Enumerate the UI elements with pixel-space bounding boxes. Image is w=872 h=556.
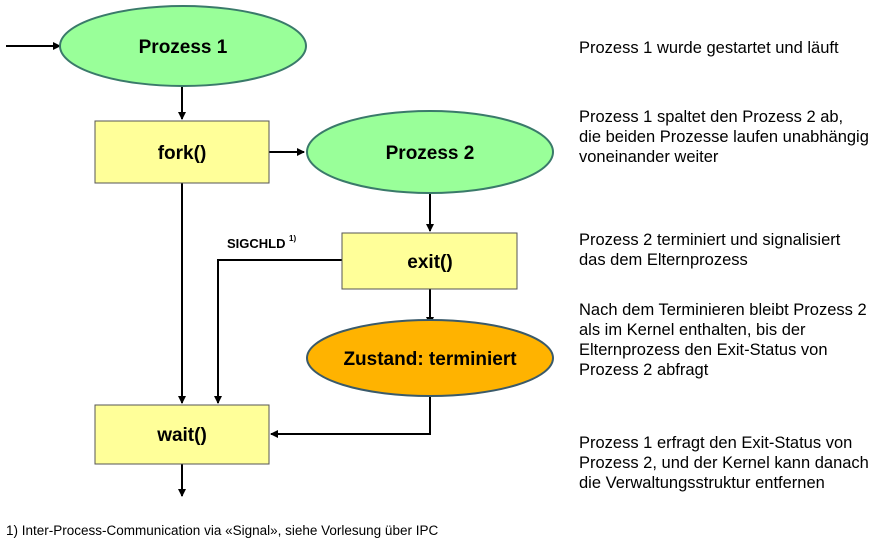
exit-box [341, 232, 518, 290]
prozess2-label: Prozess 2 [386, 143, 475, 164]
zustand-label: Zustand: terminiert [343, 349, 517, 370]
description-zustand-terminiert: Nach dem Terminieren bleibt Prozess 2 al… [579, 301, 867, 379]
prozess1-label: Prozess 1 [139, 37, 228, 58]
node-exit: exit() [341, 232, 518, 290]
footnote: 1) Inter-Process-Communication via «Sign… [6, 523, 439, 538]
exit-label: exit() [407, 252, 452, 273]
sigchld-text: SIGCHLD [227, 236, 286, 251]
prozess2-shape [306, 110, 554, 194]
wait-box [94, 404, 270, 465]
description-exit: Prozess 2 terminiert und signalisiert da… [579, 231, 841, 269]
node-wait: wait() [94, 404, 270, 465]
node-zustand-terminiert: Zustand: terminiert [306, 319, 554, 397]
node-fork: fork() [94, 120, 270, 184]
fork-box [94, 120, 270, 184]
sigchld-signal-arrow [214, 259, 342, 404]
node-prozess2: Prozess 2 [306, 110, 554, 194]
arrow-zustand-to-wait [270, 396, 431, 438]
wait-label: wait() [156, 425, 207, 446]
connectors [6, 42, 434, 497]
zustand-shape [306, 319, 554, 397]
fork-label: fork() [158, 143, 207, 164]
node-prozess1: Prozess 1 [59, 5, 307, 87]
description-fork: Prozess 1 spaltet den Prozess 2 ab, die … [579, 108, 869, 166]
description-prozess1-started: Prozess 1 wurde gestartet und läuft [579, 39, 839, 57]
sigchld-footnote-marker: 1) [289, 234, 296, 243]
prozess1-shape [59, 5, 307, 87]
description-wait: Prozess 1 erfragt den Exit-Status von Pr… [579, 434, 869, 492]
sigchld-label: SIGCHLD 1) [227, 234, 296, 251]
